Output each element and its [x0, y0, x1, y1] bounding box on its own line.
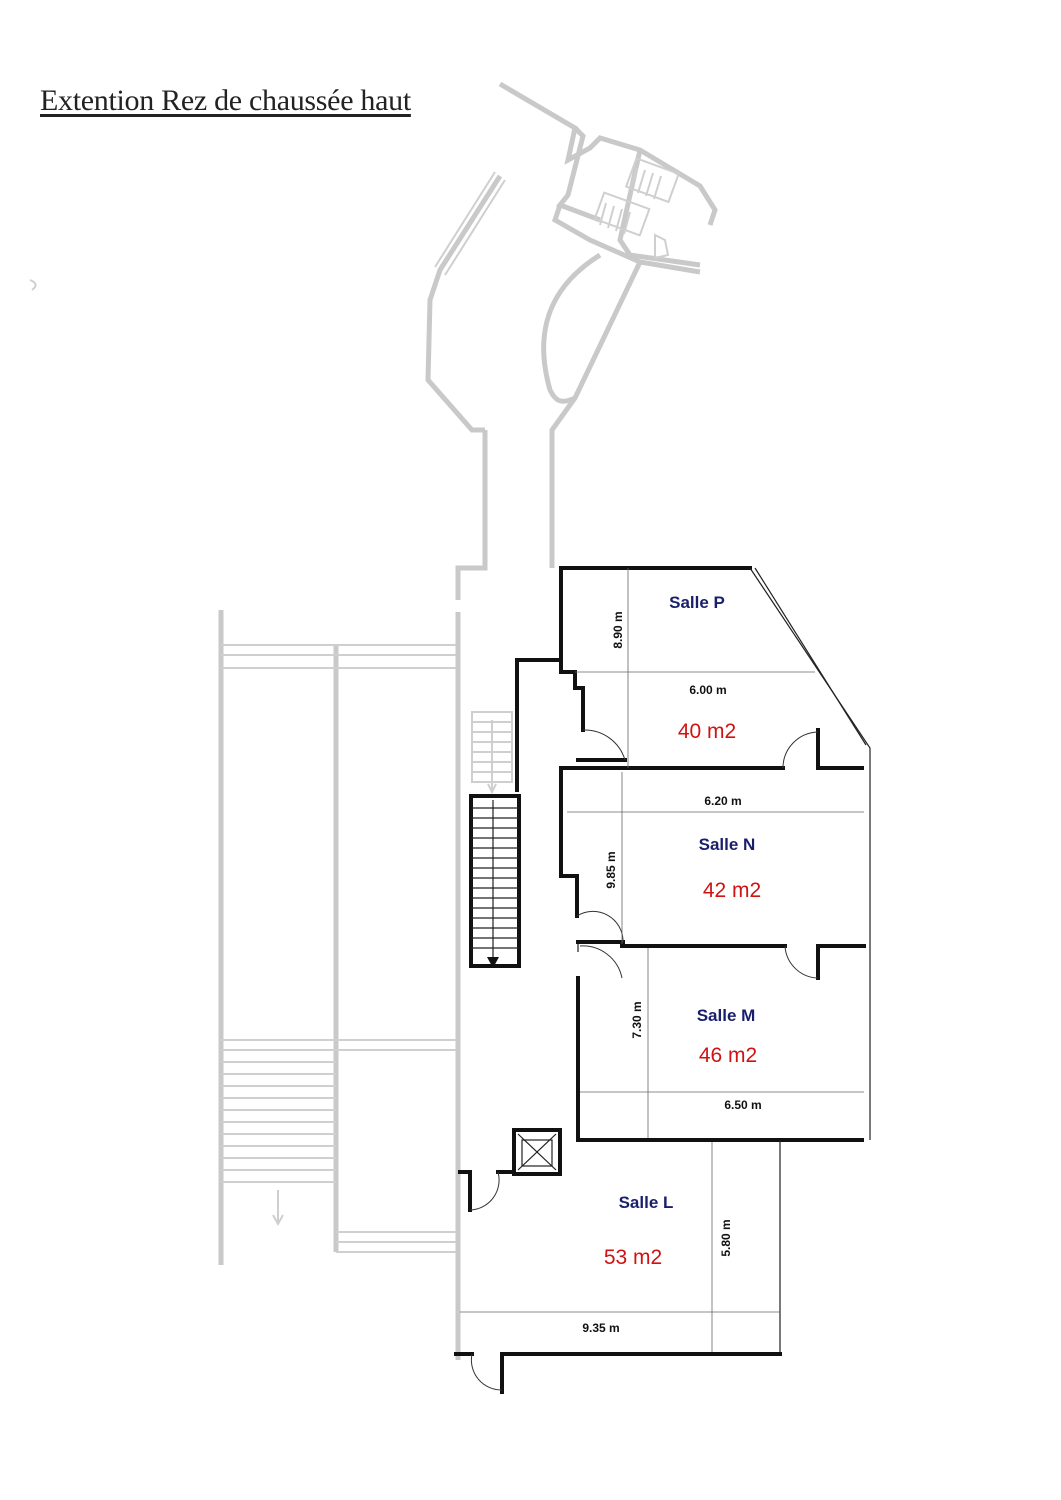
- room-area: 46 m2: [699, 1044, 757, 1067]
- room-salle-p: Salle P 40 m2 6.00 m 8.90 m: [611, 593, 736, 743]
- room-name: Salle P: [669, 593, 725, 612]
- plan-title: Extention Rez de chaussée haut: [40, 84, 411, 117]
- room-name: Salle L: [619, 1193, 674, 1212]
- width-dimension: 6.20 m: [704, 794, 741, 808]
- width-dimension: 6.00 m: [689, 683, 726, 697]
- room-salle-n: Salle N 42 m2 6.20 m 9.85 m: [604, 794, 761, 902]
- length-dimension: 8.90 m: [611, 611, 625, 648]
- existing-structure: [29, 81, 718, 1360]
- room-area: 42 m2: [703, 879, 761, 902]
- extension-walls: [454, 566, 871, 1394]
- dimension-lines: [460, 568, 864, 1352]
- room-area: 40 m2: [678, 720, 736, 743]
- room-name: Salle N: [699, 835, 756, 854]
- width-dimension: 6.50 m: [724, 1098, 761, 1112]
- width-dimension: 9.35 m: [582, 1321, 619, 1335]
- room-salle-l: Salle L 53 m2 9.35 m 5.80 m: [582, 1193, 733, 1335]
- length-dimension: 7.30 m: [630, 1001, 644, 1038]
- room-area: 53 m2: [604, 1246, 662, 1269]
- length-dimension: 9.85 m: [604, 851, 618, 888]
- doors: [469, 729, 819, 1391]
- length-dimension: 5.80 m: [719, 1219, 733, 1256]
- room-salle-m: Salle M 46 m2 6.50 m 7.30 m: [630, 1001, 762, 1112]
- room-name: Salle M: [697, 1006, 756, 1025]
